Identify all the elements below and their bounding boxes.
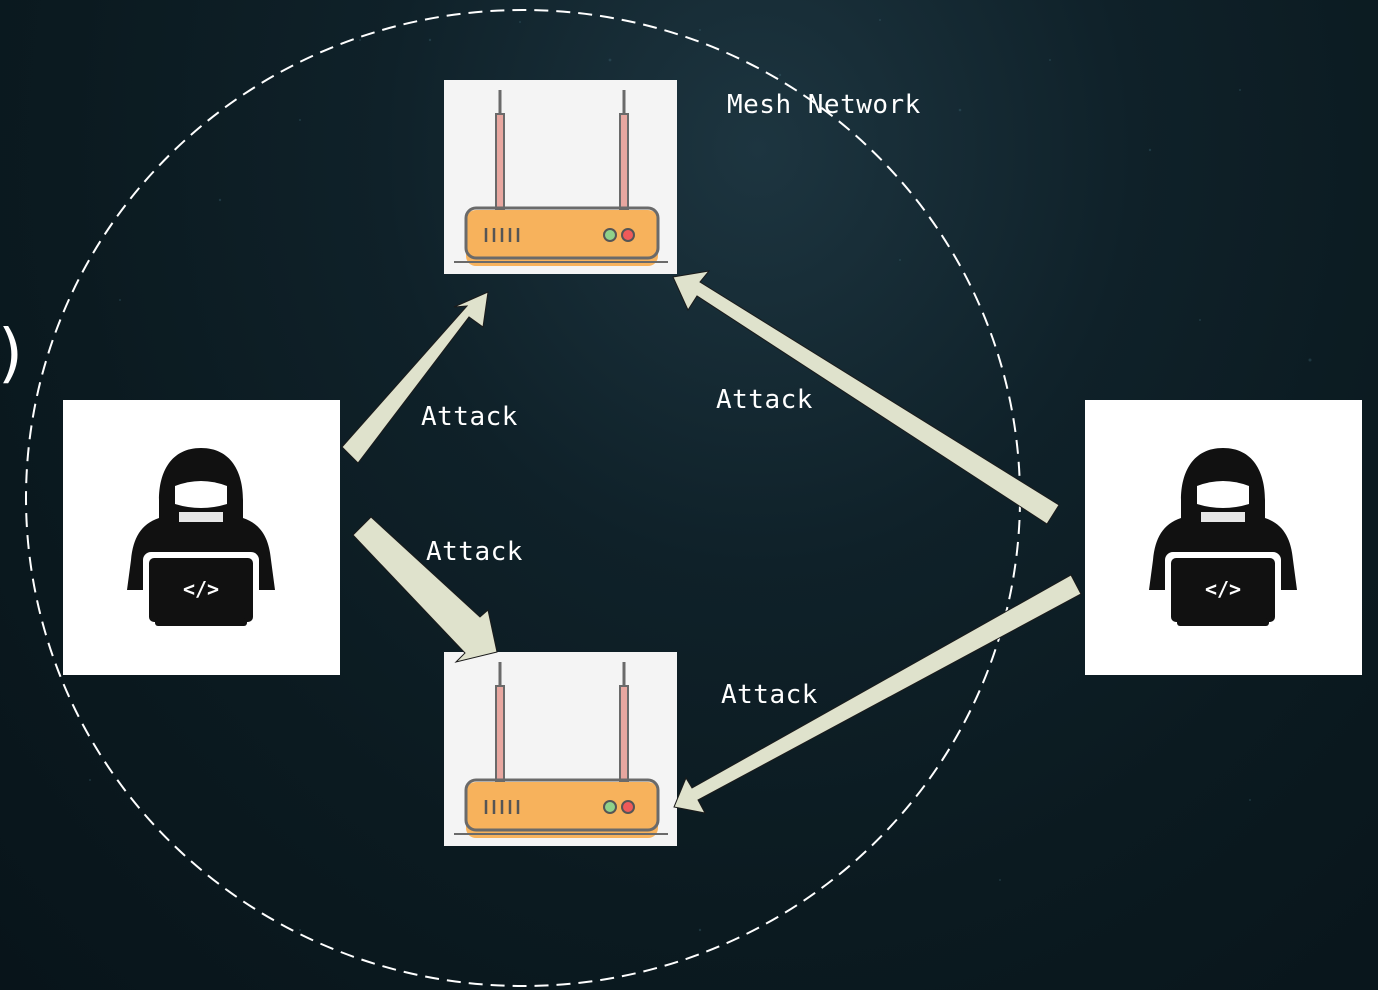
attack-arrow-right-to-top: [672, 270, 1060, 525]
screen-code-glyph: </>: [183, 577, 219, 601]
attack-arrow-left-to-top: [341, 291, 489, 464]
attack-label-left-top: Attack: [421, 402, 518, 432]
hacker-icon: </>: [127, 448, 275, 628]
stray-parenthesis: ): [0, 317, 23, 391]
attack-label-right-top: Attack: [716, 385, 813, 415]
attack-label-left-bottom: Attack: [426, 537, 523, 567]
hacker-icon: </>: [1149, 448, 1297, 628]
router-icon: [454, 90, 668, 266]
hacker-left-node: </>: [63, 400, 340, 675]
router-bottom-node: [444, 652, 677, 846]
mesh-network-label: Mesh Network: [727, 90, 921, 120]
hacker-right-node: </>: [1085, 400, 1362, 675]
attack-arrow-left-to-bottom: [352, 516, 498, 663]
screen-code-glyph: </>: [1205, 577, 1241, 601]
router-icon: [454, 662, 668, 838]
router-top-node: [444, 80, 677, 274]
mesh-network-boundary: [25, 9, 1021, 987]
attack-arrow-right-to-bottom: [673, 574, 1082, 814]
attack-label-right-bottom: Attack: [721, 680, 818, 710]
